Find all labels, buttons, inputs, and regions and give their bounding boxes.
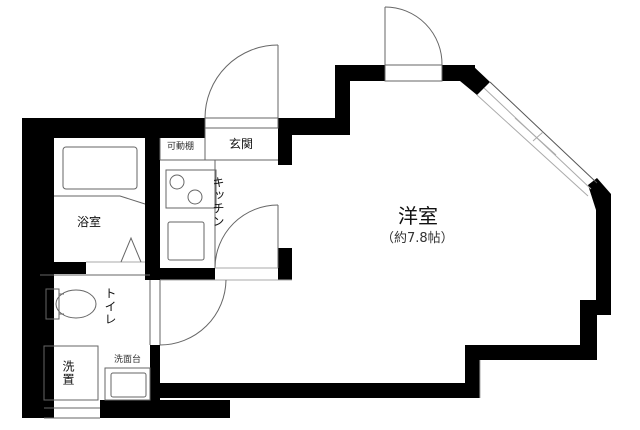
western-room-label: 洋室	[398, 204, 438, 228]
western-room-size: （約7.8帖）	[381, 231, 454, 246]
toilet-label: トイレ	[103, 287, 117, 326]
kitchen-label: キッチン	[211, 176, 225, 228]
fixtures	[40, 6, 598, 419]
entrance-label: 玄関	[229, 137, 254, 151]
movable-shelf-label: 可動棚	[167, 142, 195, 152]
washing-machine-space-label: 洗置	[61, 360, 75, 386]
vanity-label: 洗面台	[114, 355, 142, 365]
walls	[22, 65, 611, 418]
bathroom-label: 浴室	[77, 215, 102, 229]
